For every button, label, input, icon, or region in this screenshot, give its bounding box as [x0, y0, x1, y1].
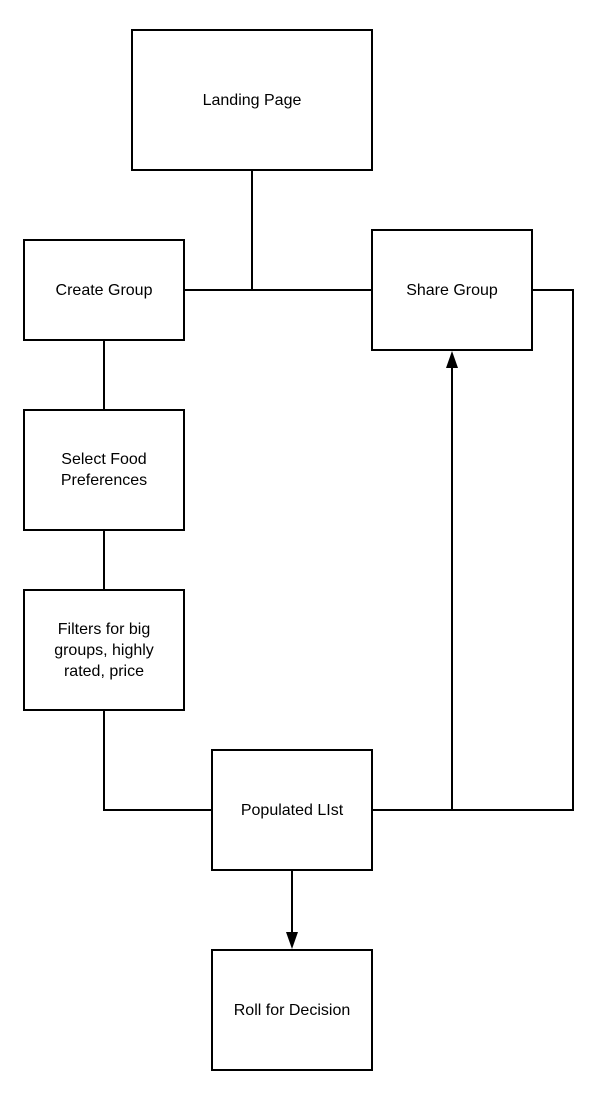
arrowhead-down-icon: [286, 932, 298, 949]
node-label-create: Create Group: [55, 281, 153, 299]
node-label-roll: Roll for Decision: [233, 1001, 351, 1019]
node-label-prefs: Select Food Preferences: [60, 451, 148, 489]
node-box-create: [23, 239, 185, 341]
node-box-landing: [131, 29, 373, 171]
node-box-populated: [211, 749, 373, 871]
node-box-filters: [23, 589, 185, 711]
nodes: [23, 29, 533, 1071]
edge-filters-to-populated: [103, 710, 212, 811]
node-label-share: Share Group: [406, 281, 498, 299]
node-label-landing: Landing Page: [202, 91, 302, 109]
edge-populated-to-share: [372, 366, 453, 811]
node-label-filters: Filters for big groups, highly rated, pr…: [54, 620, 154, 680]
edges: [103, 170, 574, 949]
edge-share-to-populated: [452, 289, 574, 811]
node-box-share: [371, 229, 533, 351]
arrowhead-up-icon: [446, 351, 458, 368]
node-label-populated: Populated LIst: [240, 801, 344, 819]
node-box-prefs: [23, 409, 185, 531]
node-box-roll: [211, 949, 373, 1071]
